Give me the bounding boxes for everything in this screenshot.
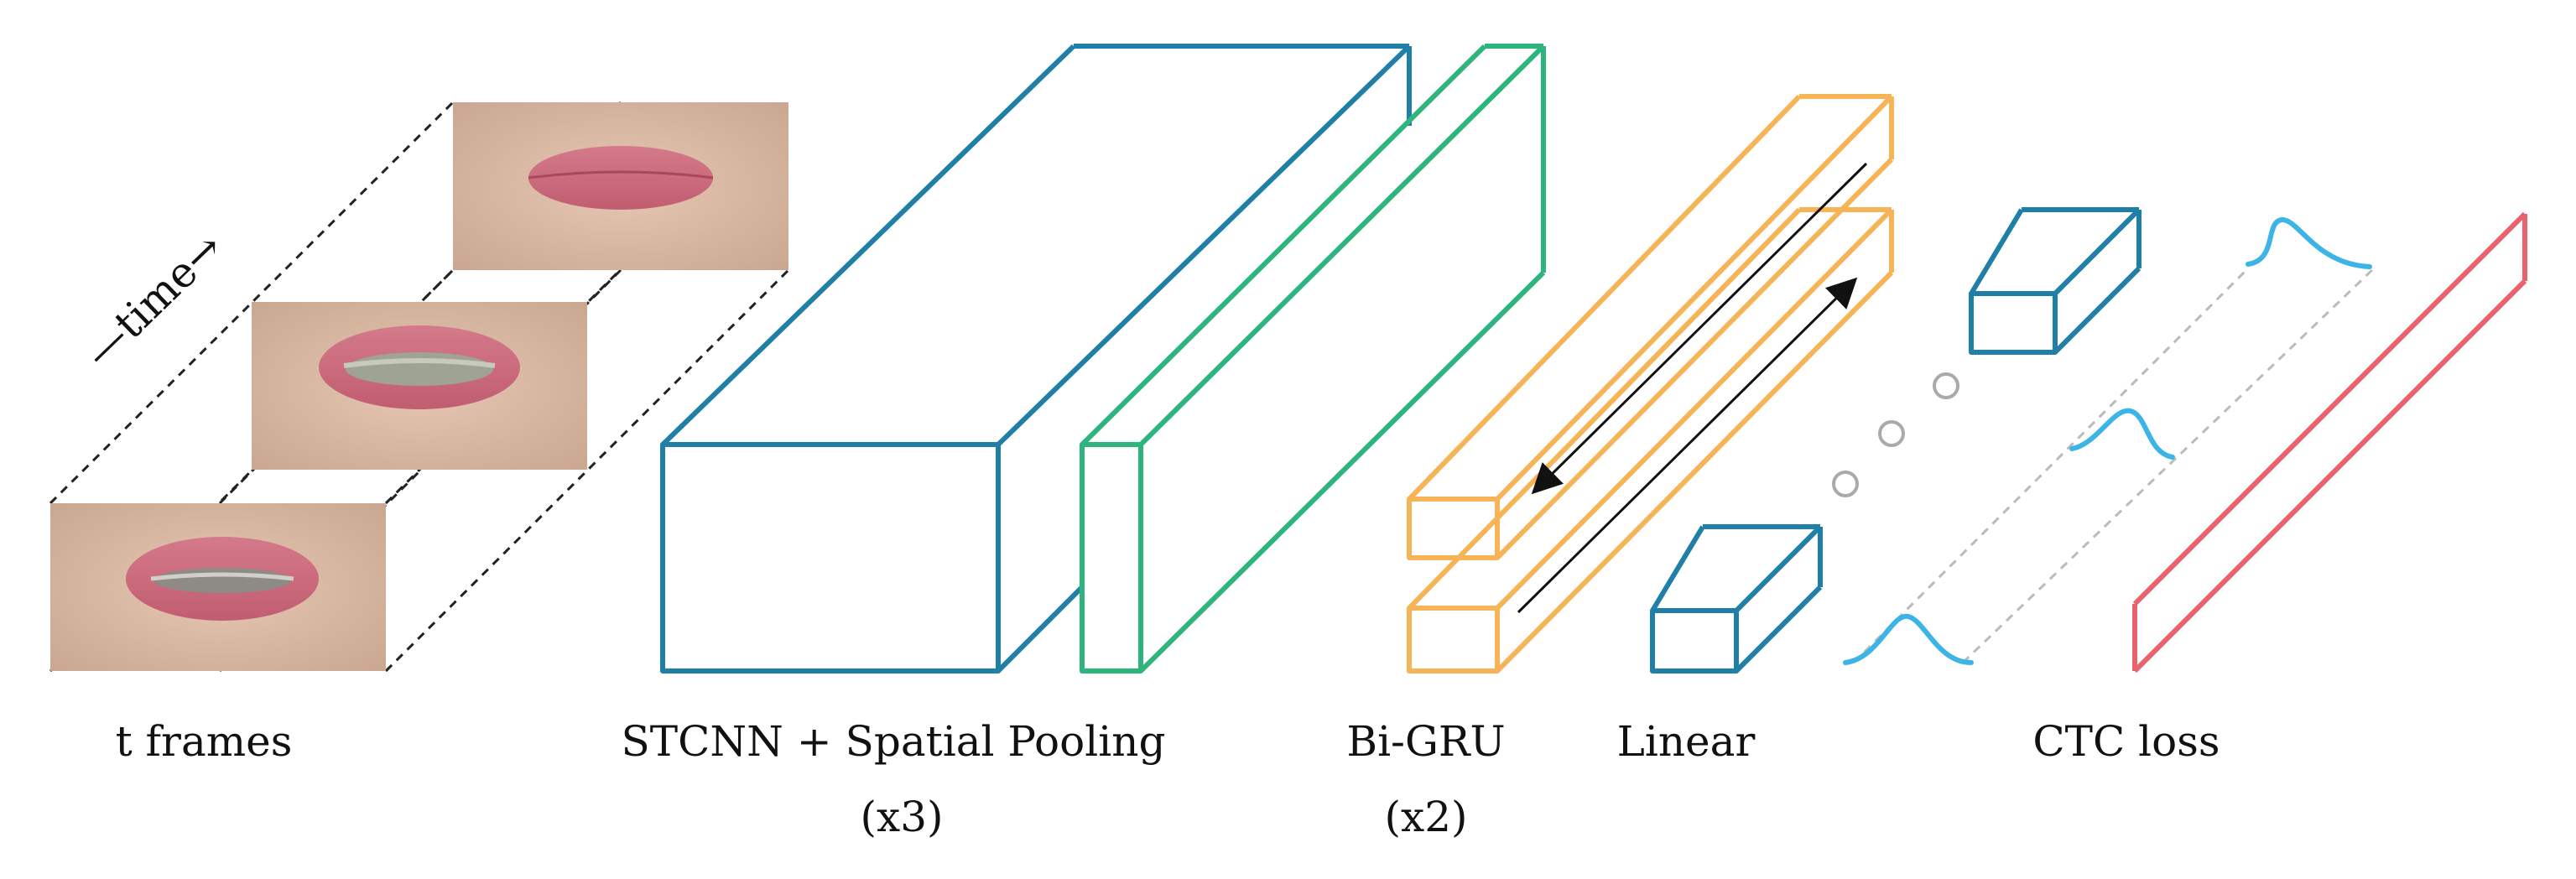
ctc-output-bar xyxy=(2132,211,2527,674)
stcnn-block xyxy=(660,44,1412,674)
label-bigru: Bi-GRU xyxy=(1346,717,1506,766)
gru-block-top xyxy=(1407,94,1894,560)
linear-block-bottom xyxy=(1650,524,1823,674)
label-linear: Linear xyxy=(1616,717,1756,766)
time-label: —time→ xyxy=(75,223,232,377)
ctc-probability-curves xyxy=(1843,217,2372,665)
ellipsis-dots xyxy=(1832,372,1959,497)
ctc-curve-bottom xyxy=(1843,613,1974,665)
gru-arrow-backward xyxy=(1531,162,1868,495)
linear-block-top xyxy=(1969,207,2141,355)
label-ctc: CTC loss xyxy=(2032,717,2220,766)
label-stcnn-repeat: (x3) xyxy=(860,793,944,841)
gru-block-bottom xyxy=(1407,207,1894,674)
label-stcnn: STCNN + Spatial Pooling xyxy=(621,717,1166,766)
ctc-guides xyxy=(1852,267,2376,664)
frame-3 xyxy=(453,102,788,270)
frames-stack: —time→ xyxy=(49,101,790,673)
ctc-curve-middle xyxy=(2069,408,2175,460)
label-bigru-repeat: (x2) xyxy=(1384,793,1468,841)
gru-arrow-forward xyxy=(1517,277,1858,614)
bigru-block xyxy=(1080,44,1546,674)
ctc-curve-top xyxy=(2246,217,2372,269)
label-frames: t frames xyxy=(115,717,293,766)
frame-1 xyxy=(50,503,386,671)
frame-2 xyxy=(252,302,587,470)
